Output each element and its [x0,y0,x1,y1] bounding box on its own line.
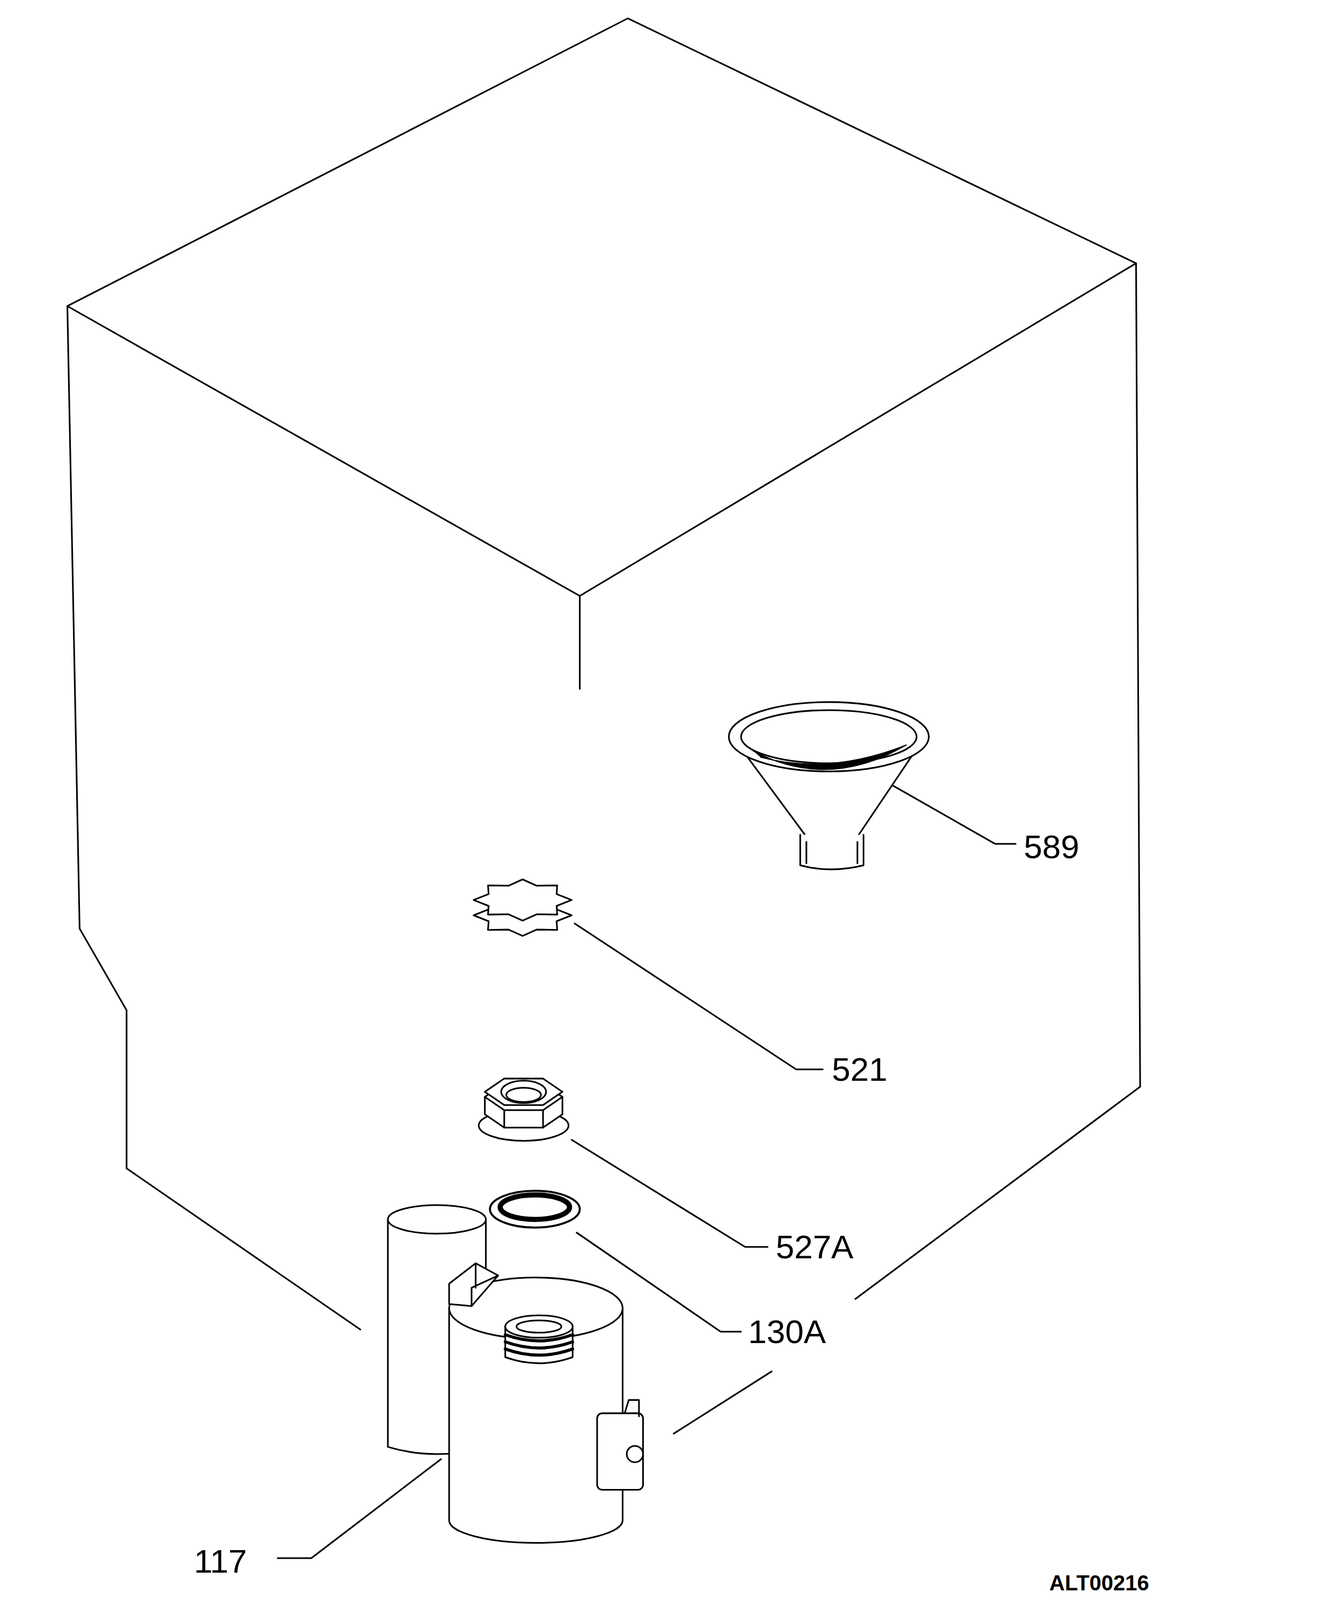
leader-lines [277,785,1016,1559]
callout-number: 130A [748,1315,827,1349]
callout-number: 117 [193,1545,247,1579]
callout-number: 521 [832,1053,888,1087]
funnel [728,702,929,870]
appliance-outline [67,18,1141,1435]
star-cap [473,879,572,937]
callout-number: 527A [775,1230,854,1265]
seal-ring [489,1191,580,1228]
solenoid-valve [387,1205,644,1544]
hex-nut [478,1078,569,1142]
callout-number: 589 [1023,830,1079,864]
drawing-id: ALT00216 [1049,1572,1150,1594]
cap-face [473,879,572,922]
